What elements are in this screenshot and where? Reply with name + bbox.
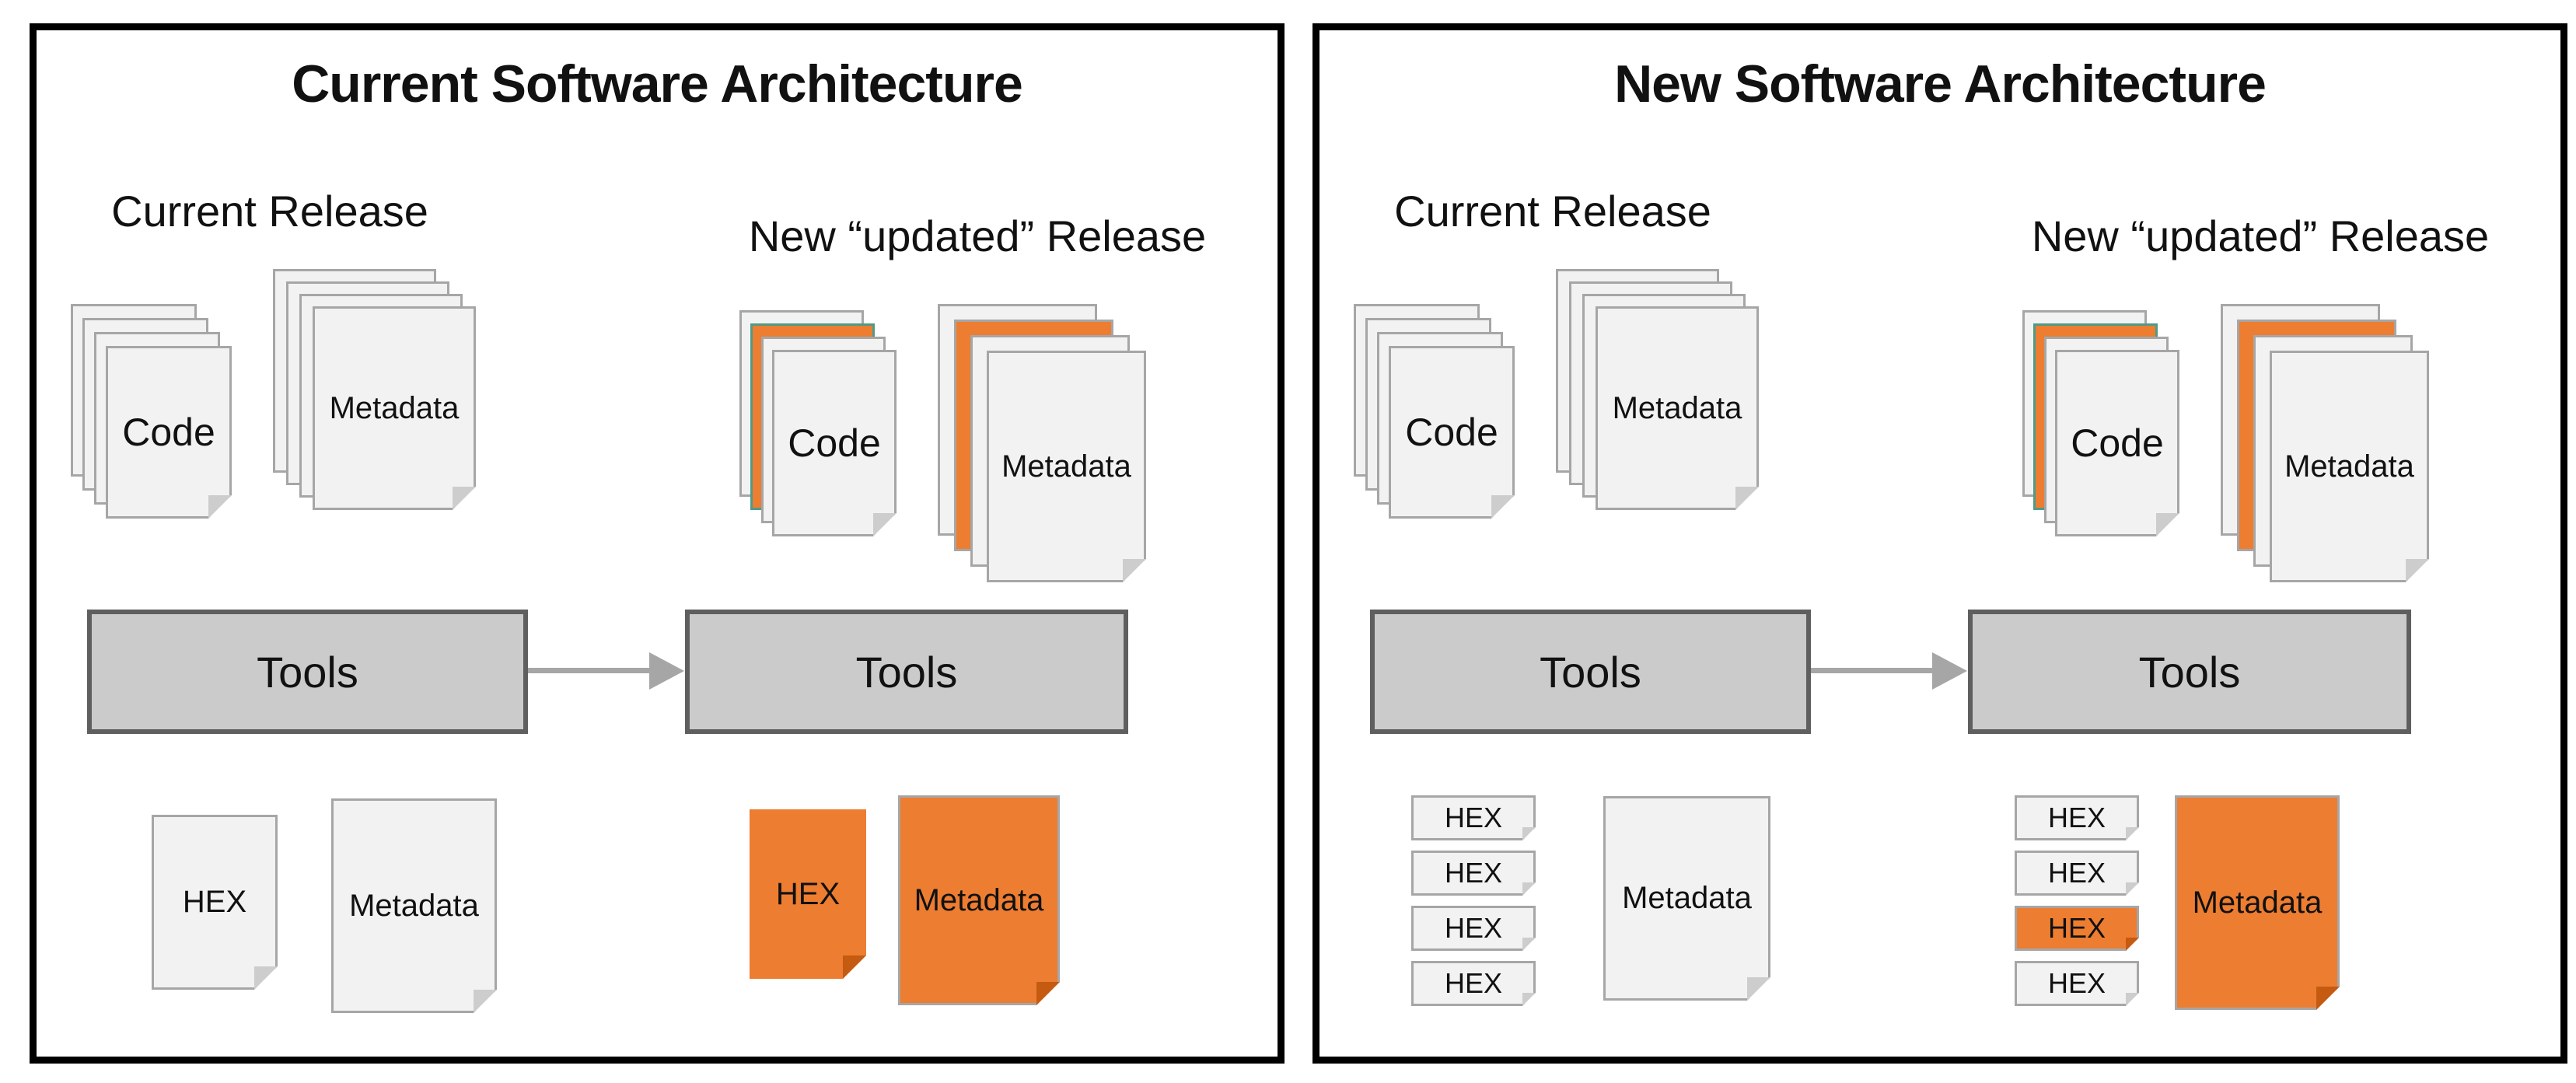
hex-chunk-label: HEX (2047, 857, 2106, 889)
folded-corner-icon (843, 955, 866, 979)
metadata-doc-label: Metadata (1622, 881, 1752, 915)
hex-chunk-label: HEX (2047, 802, 2106, 833)
hex-chunk: HEX (2015, 851, 2139, 896)
hex-chunk-updated: HEX (2015, 906, 2139, 951)
folded-corner-icon (1036, 982, 1060, 1005)
folded-corner-icon (1522, 938, 1536, 951)
hex-chunk-label: HEX (1444, 802, 1503, 833)
hex-doc: HEX (152, 815, 278, 990)
code-page: Code (2055, 350, 2179, 536)
folded-corner-icon (2126, 993, 2139, 1006)
hex-chunk: HEX (2015, 961, 2139, 1006)
hex-chunk-label: HEX (1444, 967, 1503, 999)
tools-box-new: Tools (1968, 610, 2411, 734)
code-page: Code (772, 350, 897, 536)
folded-corner-icon (2126, 938, 2139, 951)
hex-chunk: HEX (1411, 795, 1536, 840)
metadata-page-label: Metadata (2284, 449, 2414, 484)
metadata-doc: Metadata (331, 798, 497, 1013)
panel-new-architecture: New Software Architecture Current Releas… (1312, 23, 2567, 1064)
new-release-label: New “updated” Release (748, 211, 1207, 260)
folded-corner-icon (1522, 882, 1536, 896)
folded-corner-icon (2316, 987, 2340, 1010)
folded-corner-icon (2126, 827, 2139, 840)
new-release-label: New “updated” Release (2031, 211, 2490, 260)
tools-label: Tools (855, 647, 958, 697)
code-page-label: Code (788, 421, 881, 465)
folded-corner-icon (1522, 993, 1536, 1006)
folded-corner-icon (1747, 977, 1770, 1001)
folded-corner-icon (2406, 559, 2429, 582)
folded-corner-icon (2156, 513, 2179, 536)
panel-current-architecture: Current Software Architecture Current Re… (30, 23, 1285, 1064)
metadata-doc-updated: Metadata (898, 795, 1060, 1005)
tools-label: Tools (257, 647, 358, 697)
folded-corner-icon (208, 495, 232, 519)
hex-chunk: HEX (1411, 851, 1536, 896)
metadata-page-label: Metadata (1001, 449, 1131, 484)
hex-chunk: HEX (2015, 795, 2139, 840)
metadata-page-label: Metadata (329, 390, 460, 425)
hex-doc-label: HEX (775, 876, 841, 911)
tools-label: Tools (2138, 647, 2241, 697)
hex-doc-label: HEX (182, 885, 247, 919)
metadata-doc-label: Metadata (914, 882, 1044, 917)
hex-chunk: HEX (1411, 906, 1536, 951)
metadata-doc-updated: Metadata (2175, 795, 2340, 1010)
metadata-page: Metadata (313, 306, 476, 510)
code-page-label: Code (122, 410, 215, 454)
arrow-icon (1811, 668, 1932, 673)
hex-chunk-label: HEX (2047, 912, 2106, 944)
arrow-head-icon (649, 652, 684, 690)
tools-box-current: Tools (1370, 610, 1811, 734)
panel-title: New Software Architecture (1614, 54, 2267, 114)
arrow-head-icon (1932, 652, 1967, 690)
current-release-label: Current Release (111, 187, 428, 236)
metadata-page: Metadata (2270, 351, 2429, 582)
code-page-label: Code (1405, 410, 1498, 454)
current-release-label: Current Release (1394, 187, 1711, 236)
folded-corner-icon (453, 487, 476, 510)
hex-chunk: HEX (1411, 961, 1536, 1006)
hex-chunk-label: HEX (1444, 857, 1503, 889)
tools-label: Tools (1540, 647, 1641, 697)
metadata-doc-label: Metadata (349, 888, 479, 923)
folded-corner-icon (254, 966, 278, 990)
code-page: Code (1389, 346, 1515, 519)
tools-box-new: Tools (685, 610, 1128, 734)
panel-title: Current Software Architecture (292, 54, 1023, 114)
folded-corner-icon (1735, 487, 1759, 510)
folded-corner-icon (474, 990, 497, 1013)
metadata-doc: Metadata (1603, 796, 1770, 1001)
hex-chunk-label: HEX (1444, 912, 1503, 944)
folded-corner-icon (1522, 827, 1536, 840)
arrow-icon (528, 668, 649, 673)
hex-doc-updated: HEX (750, 809, 866, 979)
code-page: Code (106, 346, 232, 519)
folded-corner-icon (1123, 559, 1146, 582)
metadata-page-label: Metadata (1612, 390, 1742, 425)
folded-corner-icon (1491, 495, 1515, 519)
code-page-label: Code (2071, 421, 2164, 465)
hex-chunk-label: HEX (2047, 967, 2106, 999)
metadata-page: Metadata (1596, 306, 1759, 510)
metadata-page: Metadata (987, 351, 1146, 582)
folded-corner-icon (2126, 882, 2139, 896)
metadata-doc-label: Metadata (2192, 885, 2323, 920)
tools-box-current: Tools (87, 610, 528, 734)
folded-corner-icon (873, 513, 897, 536)
